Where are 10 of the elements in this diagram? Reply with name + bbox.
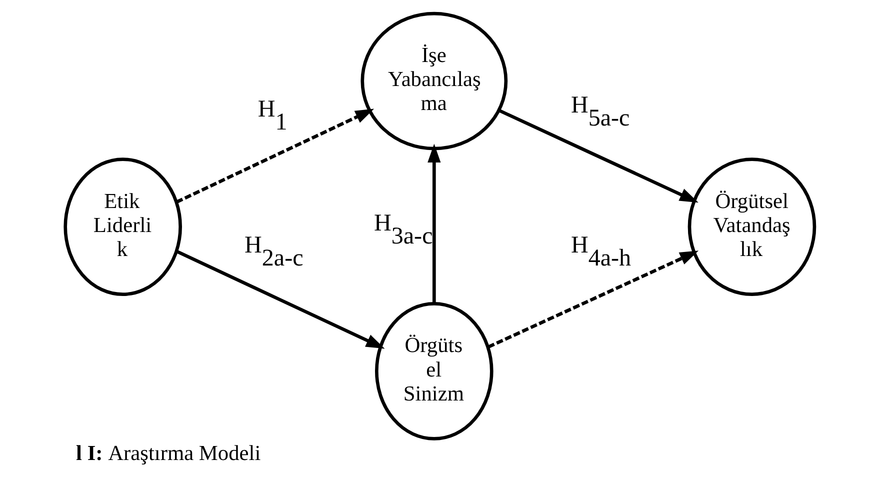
node-circle: Örgütsel Vatandaş lık: [687, 158, 816, 296]
node-ellipse: Etik Liderli k: [63, 158, 182, 296]
node-ellipse: Örgüts el Sinizm: [374, 302, 493, 440]
arrow: [427, 144, 440, 304]
arrow: [487, 250, 698, 349]
arrow: [175, 108, 374, 204]
arrow: [175, 250, 384, 349]
node-circle: İşe Yabancılaş ma: [360, 12, 508, 150]
arrow: [498, 109, 698, 203]
caption: l I: Araştırma Modeli: [76, 440, 260, 465]
